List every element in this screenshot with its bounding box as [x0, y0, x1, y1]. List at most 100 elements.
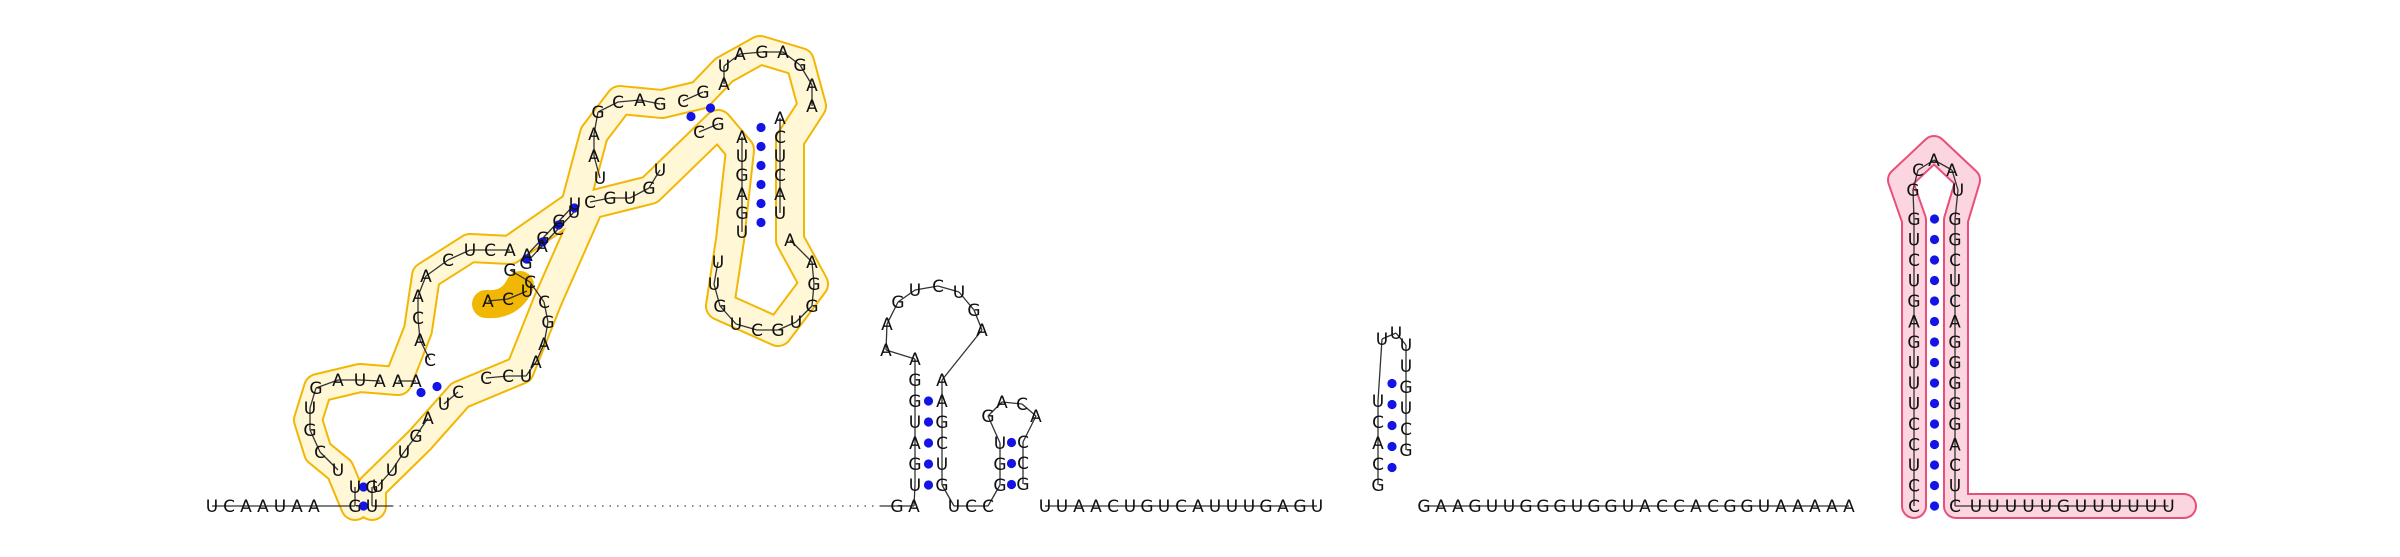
nucleotide: G: [1371, 476, 1384, 496]
backbone-segment: [315, 379, 339, 389]
backbone-segment: [419, 339, 431, 361]
nucleotide: C: [1908, 415, 1920, 435]
nucleotide: G: [1016, 475, 1029, 495]
nucleotide: G: [1293, 497, 1306, 517]
nucleotide: A: [1809, 497, 1821, 517]
base-pair-dot: [358, 501, 369, 511]
nucleotide: U: [736, 147, 748, 167]
nucleotide: C: [1175, 497, 1187, 517]
backbone-segment: [1917, 159, 1935, 171]
nucleotide: U: [736, 223, 748, 243]
nucleotide: G: [1907, 210, 1920, 230]
backbone-segment: [509, 269, 531, 283]
base-pair-dot: [756, 122, 766, 133]
nucleotide: G: [1553, 497, 1566, 517]
nucleotide: A: [410, 372, 422, 392]
nucleotide: U: [386, 461, 398, 481]
nucleotide: A: [521, 246, 533, 266]
nucleotide: C: [1400, 420, 1412, 440]
backbone-segment: [1912, 169, 1919, 191]
nucleotide: A: [257, 497, 269, 517]
backbone-segment: [886, 301, 899, 325]
nucleotide: A: [976, 321, 988, 341]
nucleotide: U: [909, 476, 921, 496]
base-pair-dot: [1929, 234, 1940, 245]
base-pair-dot: [705, 103, 716, 113]
nucleotide: C: [584, 193, 596, 213]
nucleotide: C: [552, 220, 564, 240]
nucleotide: G: [1417, 497, 1430, 517]
backbone-segment: [723, 53, 741, 67]
backbone-segment: [735, 323, 758, 331]
nucleotide: U: [774, 147, 786, 167]
nucleotide: A: [774, 109, 786, 129]
base-pair-dot: [1929, 378, 1940, 388]
nucleotide: A: [1843, 497, 1855, 517]
nucleotide: G: [935, 476, 948, 496]
base-pair-dot: [416, 387, 426, 398]
backbone-segment: [937, 285, 960, 293]
nucleotide: A: [908, 497, 920, 517]
nucleotide: G: [1740, 497, 1753, 517]
nucleotide: U: [366, 497, 378, 517]
nucleotide: U: [1758, 497, 1770, 517]
backbone-segment: [698, 123, 719, 133]
backbone-segment: [811, 283, 815, 307]
nucleotide: C: [612, 93, 624, 113]
backbone-segment: [719, 305, 737, 325]
nucleotide: G: [503, 261, 516, 281]
backbone-segment: [1395, 332, 1407, 346]
nucleotide: A: [392, 372, 404, 392]
nucleotide: U: [708, 275, 720, 295]
backbone-segment: [1381, 332, 1397, 340]
backbone-segment: [535, 343, 545, 363]
nucleotide: A: [806, 253, 818, 273]
backbone-segment: [885, 349, 916, 360]
nucleotide: U: [354, 371, 366, 391]
nucleotide: G: [1948, 210, 1961, 230]
backbone-segment: [629, 187, 650, 199]
nucleotide: C: [774, 166, 786, 186]
nucleotide: U: [2022, 497, 2034, 517]
backbone-segment: [789, 239, 813, 263]
nucleotide: A: [588, 125, 600, 145]
nucleotide: C: [452, 383, 464, 403]
nucleotide: U: [520, 367, 532, 387]
nucleotide: A: [1949, 313, 1961, 333]
base-pairs: [358, 103, 1940, 511]
nucleotide: A: [588, 147, 600, 167]
nucleotide: G: [908, 392, 921, 412]
base-pair-dot: [1387, 420, 1397, 431]
nucleotide: G: [1604, 497, 1617, 517]
nucleotide: C: [1707, 497, 1719, 517]
nucleotide: A: [806, 97, 818, 117]
nucleotide: G: [365, 478, 378, 498]
base-pair-dot: [553, 220, 564, 230]
nucleotide: G: [696, 83, 709, 103]
nucleotide: A: [734, 45, 746, 65]
nucleotide: U: [2110, 497, 2122, 517]
backbone-segment: [987, 401, 1003, 417]
nucleotide: U: [372, 477, 384, 497]
nucleotide: U: [909, 413, 921, 433]
nucleotide: A: [538, 335, 550, 355]
nucleotide: C: [412, 309, 424, 329]
backbone-segment: [1022, 415, 1037, 443]
nucleotide: U: [909, 281, 921, 301]
nucleotide: A: [1826, 497, 1838, 517]
nucleotide: U: [1400, 357, 1412, 377]
nucleotide: C: [223, 497, 235, 517]
nucleotide: G: [891, 293, 904, 313]
nucleotide: C: [480, 369, 492, 389]
nucleotide: C: [442, 251, 454, 271]
nucleotide: C: [982, 497, 994, 517]
nucleotide: U: [1039, 497, 1051, 517]
backbone-segment: [648, 169, 661, 189]
nucleotide: C: [751, 321, 763, 341]
nucleotide: A: [1946, 161, 1958, 181]
nucleotide: A: [1372, 434, 1384, 454]
base-pair-dot: [1929, 419, 1940, 429]
nucleotide: G: [1140, 497, 1153, 517]
nucleotide: U: [568, 203, 580, 223]
nucleotide: U: [1400, 399, 1412, 419]
